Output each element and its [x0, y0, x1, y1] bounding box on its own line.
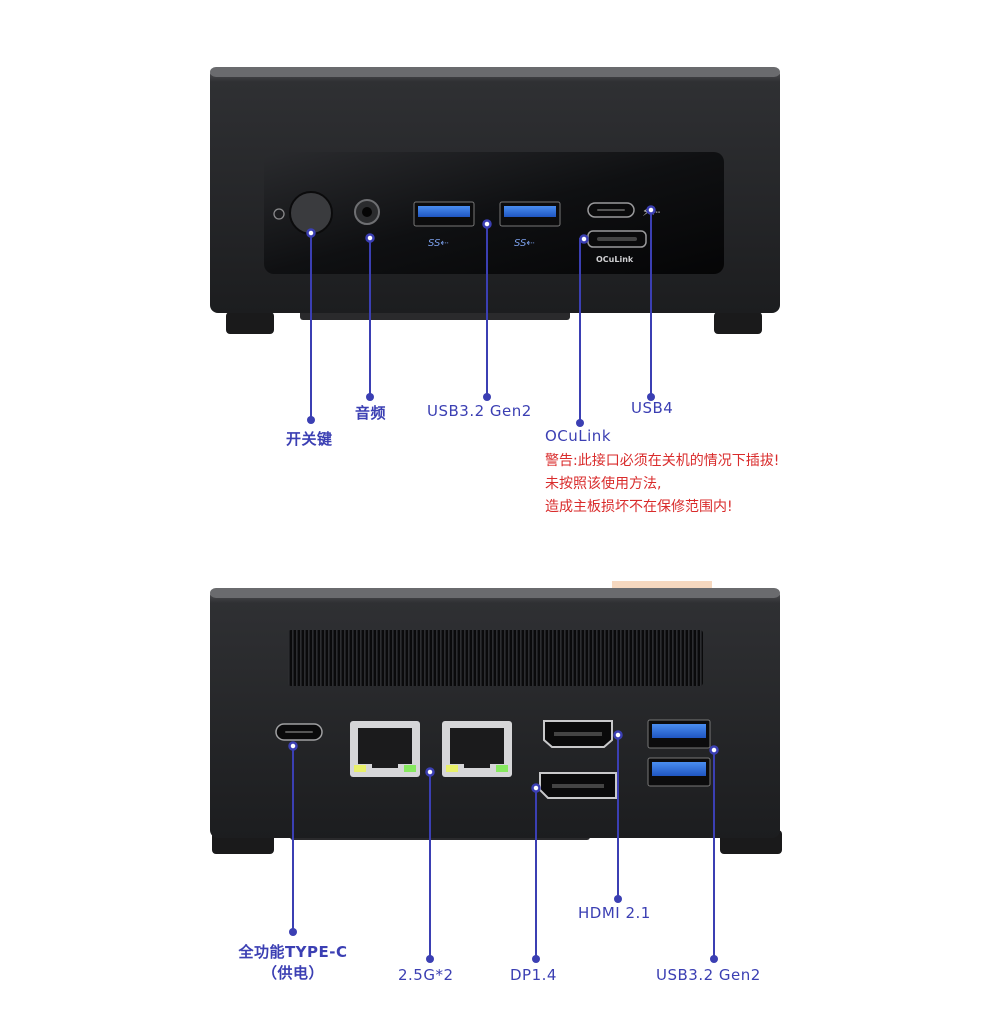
typec-label-line1: 全功能TYPE-C — [238, 943, 348, 961]
front-usb-label: USB3.2 Gen2 — [427, 402, 532, 420]
lan-label: 2.5G*2 — [398, 966, 454, 984]
warning-line: 未按照该使用方法, — [545, 476, 662, 492]
rj45-port-icon — [350, 721, 420, 777]
typec-label: 全功能TYPE-C （供电） — [232, 941, 354, 983]
audio-label: 音频 — [355, 404, 387, 422]
typec-label-line2: （供电） — [261, 964, 324, 982]
power-button-label: 开关键 — [286, 430, 333, 448]
usb4-label: USB4 — [631, 399, 674, 417]
svg-text:SS⇠: SS⇠ — [514, 238, 535, 249]
front-device: SS⇠ SS⇠ ⚡⇠ OCuLink — [210, 67, 780, 334]
warning-line: 警告:此接口必须在关机的情况下插拔! — [545, 453, 780, 469]
back-device — [210, 581, 782, 854]
usb-a-port-icon — [413, 201, 475, 227]
warning-line: 造成主板损坏不在保修范围内! — [545, 499, 733, 515]
usb-a-port-icon — [499, 201, 561, 227]
oculink-label: OCuLink — [545, 427, 612, 445]
oculink-warning: 警告:此接口必须在关机的情况下插拔! 未按照该使用方法, 造成主板损坏不在保修范… — [545, 450, 779, 519]
svg-text:SS⇠: SS⇠ — [428, 238, 449, 249]
back-usb-label: USB3.2 Gen2 — [656, 966, 761, 984]
oculink-port-text: OCuLink — [596, 255, 634, 264]
rj45-port-icon — [442, 721, 512, 777]
power-led-icon — [273, 208, 285, 220]
dp-label: DP1.4 — [510, 966, 557, 984]
hdmi-label: HDMI 2.1 — [578, 904, 651, 922]
vent-grille — [288, 630, 703, 686]
power-button-icon — [289, 191, 333, 235]
usb-a-port-icon — [647, 757, 711, 787]
back-leader-lines — [292, 735, 715, 957]
usb-a-port-icon — [647, 719, 711, 749]
